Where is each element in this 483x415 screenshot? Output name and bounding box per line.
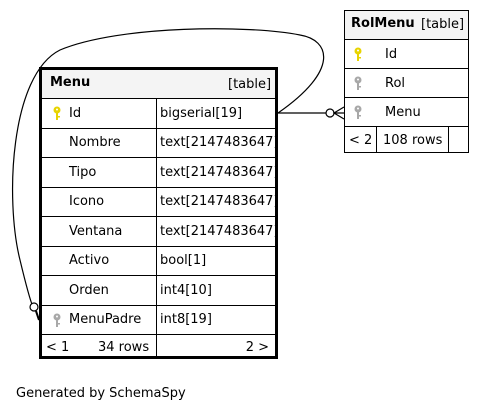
menu-column-row: Nombre text[2147483647] — [42, 128, 279, 158]
rolmenu-column-row: Rol — [345, 69, 468, 98]
column-name: Ventana — [69, 223, 123, 239]
column-type: text[2147483647] — [160, 135, 279, 151]
menu-column-row: Tipo text[2147483647] — [42, 158, 279, 188]
column-name: Rol — [385, 75, 406, 91]
menu-column-row: Activo bool[1] — [42, 246, 275, 276]
row-count: 34 rows — [98, 339, 150, 355]
column-name: Nombre — [69, 135, 121, 151]
column-type: text[2147483647] — [160, 223, 279, 239]
column-type: int8[19] — [160, 312, 212, 328]
column-divider — [156, 246, 157, 275]
row-count: 108 rows — [383, 132, 443, 148]
column-divider — [156, 158, 157, 187]
menu-column-row: Icono text[2147483647] — [42, 187, 279, 217]
column-type: bigserial[19] — [160, 105, 243, 121]
rolmenu-optional-marker — [325, 108, 335, 118]
column-name: Activo — [69, 253, 110, 269]
menupadre-arrow-marker — [35, 310, 40, 321]
column-type: bool[1] — [160, 253, 207, 269]
column-name: MenuPadre — [69, 312, 142, 328]
column-type: text[2147483647] — [160, 194, 279, 210]
rolmenu-column-row: Menu — [345, 98, 468, 127]
column-divider — [156, 99, 157, 128]
rolmenu-table-footer: < 2 108 rows — [345, 127, 468, 153]
menu-table-footer: < 1 34 rows 2 > — [42, 335, 275, 359]
rolmenu-table-title: RolMenu — [351, 16, 415, 31]
column-name: Id — [385, 46, 398, 62]
primary-key-icon — [53, 106, 61, 125]
rolmenu-table-kind: [table] — [421, 17, 465, 32]
footer-divider — [376, 127, 377, 153]
footer-divider — [448, 127, 449, 153]
column-name: Tipo — [69, 164, 97, 180]
rolmenu-column-row: Id — [345, 40, 468, 69]
column-type: int4[10] — [160, 282, 212, 298]
column-divider — [156, 187, 157, 216]
rolmenu-crowfoot-marker — [332, 106, 345, 120]
column-divider — [156, 305, 157, 334]
menupadre-self-connector — [11, 28, 325, 308]
footer-divider — [156, 335, 157, 359]
menu-column-row: Id bigserial[19] — [42, 99, 275, 129]
column-name: Menu — [385, 104, 421, 120]
column-type: text[2147483647] — [160, 164, 279, 180]
column-divider — [156, 128, 157, 157]
column-name: Orden — [69, 282, 109, 298]
column-name: Icono — [69, 194, 105, 210]
menu-table-title: Menu — [50, 75, 91, 90]
column-divider — [156, 276, 157, 305]
primary-key-icon — [354, 47, 362, 66]
foreign-key-icon — [53, 313, 61, 332]
parents-count: < 1 — [46, 339, 70, 355]
foreign-key-icon — [354, 105, 362, 124]
parents-count: < 2 — [349, 132, 373, 148]
column-divider — [156, 217, 157, 246]
generated-by-caption: Generated by SchemaSpy — [16, 386, 186, 401]
menu-table-kind: [table] — [228, 77, 272, 92]
menupadre-optional-marker — [29, 302, 39, 312]
menu-column-row: MenuPadre int8[19] — [42, 305, 275, 335]
menu-table: Menu [table] Id bigserial[19] Nombre text[2… — [39, 67, 279, 359]
menu-column-row: Orden int4[10] — [42, 276, 275, 306]
menu-table-header: Menu [table] — [42, 70, 275, 99]
menu-column-row: Ventana text[2147483647] — [42, 217, 279, 247]
column-name: Id — [69, 105, 82, 121]
foreign-key-icon — [354, 76, 362, 95]
rolmenu-table-header: RolMenu [table] — [345, 11, 468, 40]
children-count: 2 > — [245, 339, 269, 355]
